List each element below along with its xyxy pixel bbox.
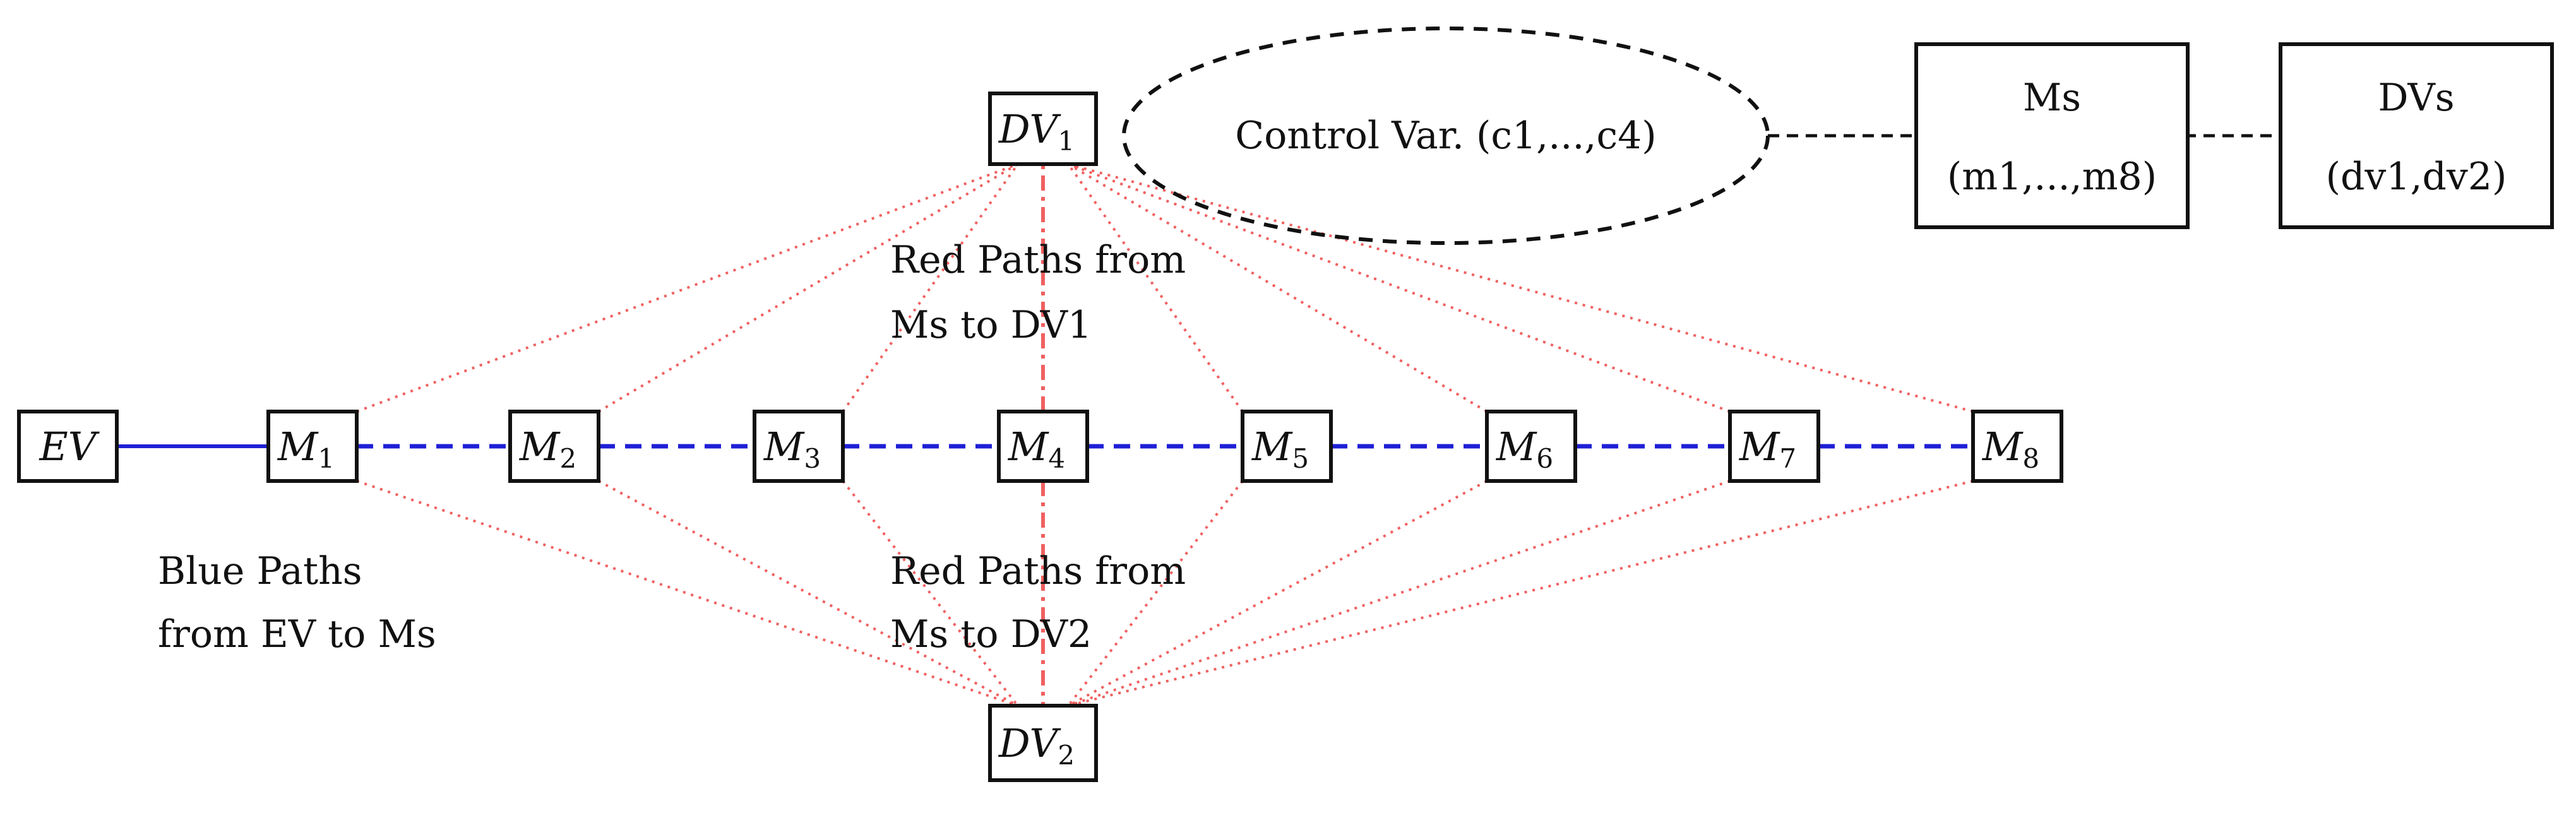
node-m4: M4 <box>997 410 1089 483</box>
red-path-m5-to-dv1 <box>1067 163 1244 413</box>
red-path-m1-to-dv2 <box>356 480 1018 707</box>
node-subscript-m2: 2 <box>559 443 576 474</box>
red-paths-dv1-line1: Red Paths from <box>890 238 1186 282</box>
red-path-m8-to-dv1 <box>1068 163 1974 413</box>
node-subscript-m3: 3 <box>804 443 821 474</box>
node-ev: EV <box>17 410 119 483</box>
node-box-m6 <box>1485 410 1577 483</box>
node-subscript-m6: 6 <box>1536 443 1553 474</box>
node-subscript-m5: 5 <box>1292 443 1309 474</box>
node-box-m7 <box>1728 410 1820 483</box>
red-path-m1-to-dv1 <box>356 163 1018 413</box>
ms-box-content: (m1,...,m8) <box>1947 155 2157 199</box>
node-box-dv1 <box>988 92 1098 166</box>
ms-box <box>1914 42 2190 229</box>
node-m7: M7 <box>1728 410 1820 483</box>
dvs-box-content: (dv1,dv2) <box>2326 155 2507 199</box>
red-path-m7-to-dv2 <box>1068 480 1731 707</box>
node-subscript-m4: 4 <box>1048 443 1065 474</box>
dvs-box <box>2279 42 2554 229</box>
node-subscript-m7: 7 <box>1779 443 1796 474</box>
blue-paths-line2: from EV to Ms <box>158 612 436 656</box>
node-box-dv2 <box>988 704 1098 782</box>
node-subscript-dv2: 2 <box>1058 740 1075 771</box>
red-path-m3-to-dv2 <box>842 480 1019 707</box>
dvs-box-title: DVs <box>2378 76 2454 120</box>
node-box-m1 <box>266 410 359 483</box>
node-m2: M2 <box>508 410 600 483</box>
node-m6: M6 <box>1485 410 1577 483</box>
node-m8: M8 <box>1971 410 2063 483</box>
ms-box-title: Ms <box>2023 76 2081 120</box>
blue-paths-line1: Blue Paths <box>158 549 362 593</box>
node-box-m5 <box>1241 410 1333 483</box>
control-var-ellipse <box>1122 27 1770 245</box>
red-path-m7-to-dv1 <box>1068 163 1731 413</box>
node-box-m2 <box>508 410 600 483</box>
node-box-ev <box>17 410 119 483</box>
node-m1: M1 <box>266 410 359 483</box>
red-path-m2-to-dv2 <box>598 480 1018 707</box>
node-subscript-dv1: 1 <box>1058 126 1075 157</box>
node-m3: M3 <box>753 410 845 483</box>
red-path-m5-to-dv2 <box>1067 480 1244 707</box>
red-path-m6-to-dv2 <box>1068 480 1488 707</box>
node-m5: M5 <box>1241 410 1333 483</box>
node-label-m5: M5 <box>1251 424 1309 474</box>
red-path-m6-to-dv1 <box>1067 163 1488 413</box>
node-dv1: DV1 <box>988 92 1098 166</box>
node-dv2: DV2 <box>988 704 1098 782</box>
red-path-m8-to-dv2 <box>1068 480 1974 707</box>
node-subscript-m8: 8 <box>2022 443 2039 474</box>
red-path-m3-to-dv1 <box>842 163 1019 413</box>
node-box-m8 <box>1971 410 2063 483</box>
red-paths-dv2-line1: Red Paths from <box>890 549 1186 593</box>
node-box-m4 <box>997 410 1089 483</box>
red-paths-dv1-line2: Ms to DV1 <box>890 303 1092 347</box>
red-paths-dv2-line2: Ms to DV2 <box>890 612 1092 656</box>
control-var-label: Control Var. (c1,...,c4) <box>1235 114 1656 158</box>
node-box-m3 <box>753 410 845 483</box>
red-path-m2-to-dv1 <box>597 163 1019 413</box>
node-subscript-m1: 1 <box>318 443 335 474</box>
node-label-ev: EV <box>39 424 100 470</box>
